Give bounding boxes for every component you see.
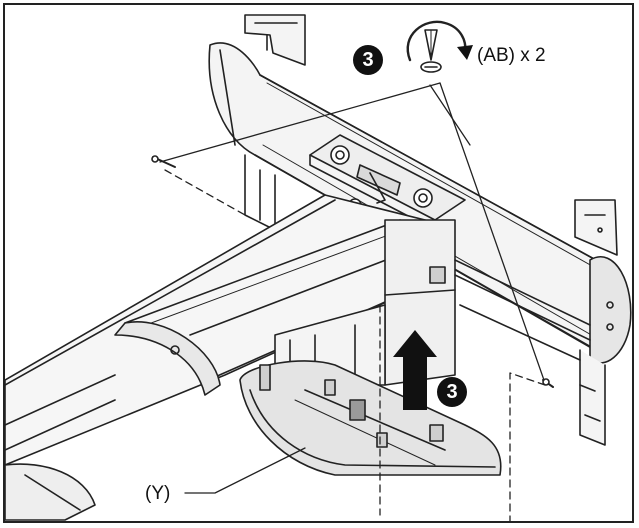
- dashed-guides: [164, 169, 546, 521]
- screw-icon: [542, 378, 554, 388]
- cover-part-y: [239, 360, 502, 476]
- assembly-drawing: [5, 14, 632, 521]
- part-y-leader: [184, 447, 306, 494]
- lower-rail: [454, 259, 591, 361]
- left-bracket-plate: [244, 14, 306, 231]
- crossbar-end-cap: [579, 256, 632, 446]
- part-y-label: (Y): [145, 483, 171, 504]
- screw-icon: [151, 155, 176, 168]
- step-number-badge: 3: [437, 377, 467, 407]
- screw-leader-lines: [159, 82, 546, 384]
- diagram-frame: 3 3 (AB) x 2 (Y): [3, 3, 634, 523]
- screwdriver-rotate-icon: [406, 20, 473, 73]
- main-arm: [5, 194, 446, 521]
- up-arrow-icon: [393, 330, 437, 410]
- right-bracket-plate: [574, 199, 618, 256]
- screw-quantity-label: (AB) x 2: [477, 45, 546, 66]
- step-number-badge: 3: [353, 45, 383, 75]
